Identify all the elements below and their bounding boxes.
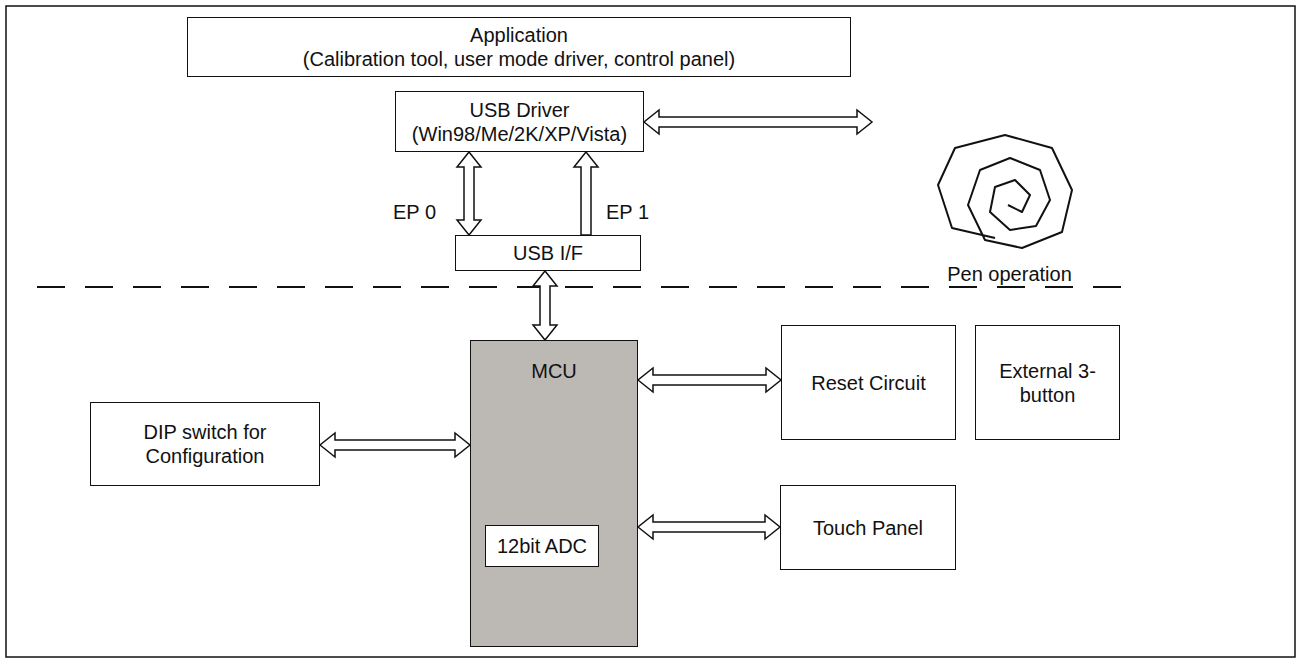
illustration-node: Pen operation (872, 100, 1147, 290)
block-arrow (638, 515, 780, 539)
outer-frame (6, 6, 1295, 657)
boundary-line (37, 286, 1135, 288)
endpoint-label: EP 1 (606, 200, 649, 224)
block-arrow (320, 433, 470, 457)
process-box: 12bit ADC (485, 525, 599, 567)
block-arrow (574, 152, 598, 235)
node-label: (Win98/Me/2K/XP/Vista) (412, 122, 627, 146)
block-arrow (638, 368, 781, 392)
process-box: Touch Panel (780, 485, 956, 570)
node-label: Reset Circuit (811, 371, 925, 395)
process-box: External 3-button (975, 325, 1120, 440)
node-label: 12bit ADC (497, 534, 587, 558)
process-box: Reset Circuit (781, 325, 956, 440)
node-label: USB Driver (469, 98, 569, 122)
process-box: USB Driver(Win98/Me/2K/XP/Vista) (395, 91, 644, 152)
node-label: USB I/F (513, 241, 583, 265)
endpoint-label: EP 0 (393, 200, 436, 224)
node-label: External 3-button (998, 359, 1098, 407)
pen-spiral (938, 135, 1072, 248)
node-label: DIP switch for Configuration (141, 420, 269, 468)
node-label: Application (470, 23, 568, 47)
process-box: Application(Calibration tool, user mode … (187, 17, 851, 77)
block-arrow (533, 271, 557, 340)
process-box: DIP switch for Configuration (90, 402, 320, 486)
node-label: MCU (531, 359, 577, 383)
block-arrow (644, 110, 872, 134)
process-box: MCU 12bit ADC (470, 340, 638, 647)
block-arrow (457, 152, 481, 235)
process-box: USB I/F (455, 235, 641, 271)
node-label: Touch Panel (813, 516, 923, 540)
node-label: (Calibration tool, user mode driver, con… (303, 47, 735, 71)
node-label: Pen operation (947, 262, 1072, 286)
